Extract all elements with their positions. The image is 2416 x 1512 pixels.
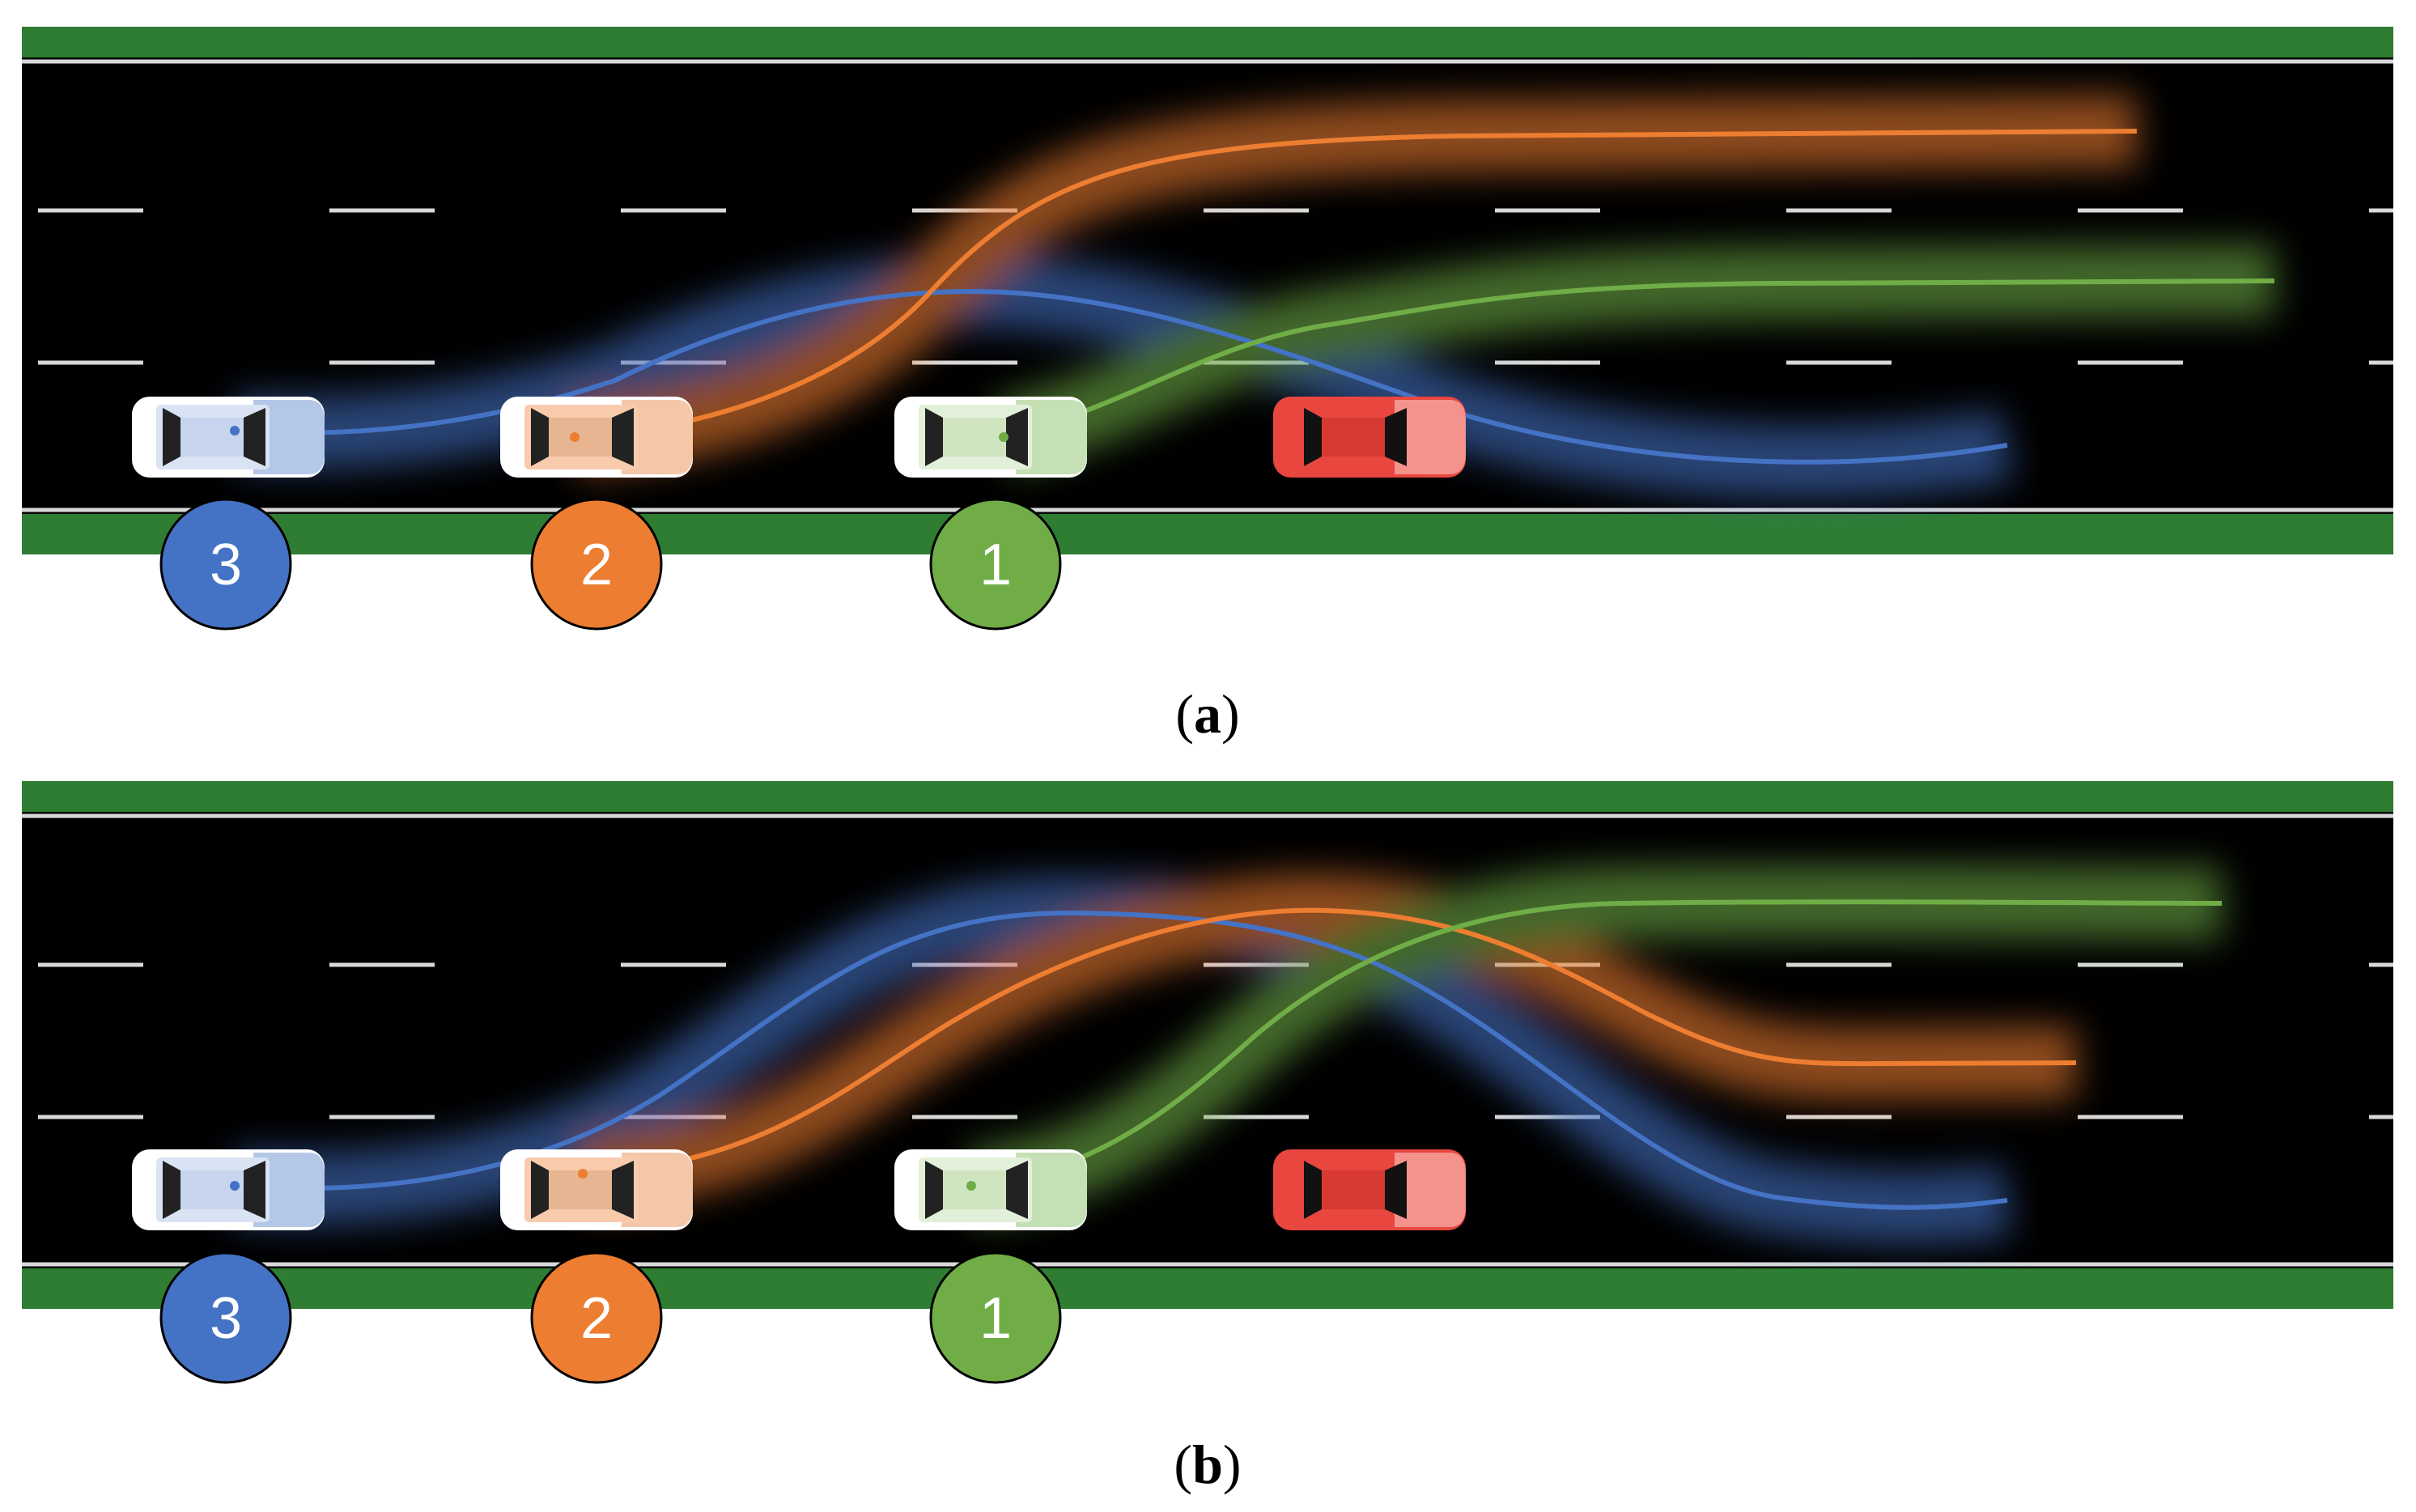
panel-caption: (a) xyxy=(1175,683,1239,745)
vehicle-badge-3: 3 xyxy=(159,498,292,631)
vehicle-1-car xyxy=(894,1149,1087,1230)
vehicle-3-car xyxy=(132,1149,325,1230)
caption-letter: a xyxy=(1194,683,1221,745)
panel-caption: (b) xyxy=(1174,1433,1241,1495)
vehicle-badge-3: 3 xyxy=(159,1251,292,1384)
badge-label: 3 xyxy=(210,533,242,597)
vehicle-1-car xyxy=(894,397,1087,478)
verge-top xyxy=(22,781,2393,812)
badge-label: 3 xyxy=(210,1286,242,1351)
caption-letter: b xyxy=(1192,1433,1223,1495)
vehicle-badge-1: 1 xyxy=(929,498,1062,631)
panel-b: 3 2 1 (b) xyxy=(22,781,2393,1495)
vehicle-badge-2: 2 xyxy=(530,498,663,631)
vehicle-2-car xyxy=(500,397,693,478)
verge-bottom xyxy=(22,1268,2393,1309)
badge-label: 2 xyxy=(580,533,613,597)
verge-bottom xyxy=(22,514,2393,554)
obstacle-car xyxy=(1273,397,1466,478)
badge-label: 2 xyxy=(580,1286,613,1351)
trajectory-vehicle-2 xyxy=(574,129,2138,440)
vehicle-2-car xyxy=(500,1149,693,1230)
obstacle-car xyxy=(1273,1149,1466,1230)
vehicle-badge-1: 1 xyxy=(929,1251,1062,1384)
vehicle-3-car xyxy=(132,397,325,478)
badge-label: 1 xyxy=(979,533,1012,597)
verge-top xyxy=(22,27,2393,57)
trajectory-vehicle-2 xyxy=(582,907,2077,1176)
trajectory-vehicle-1 xyxy=(970,899,2223,1188)
badge-label: 1 xyxy=(979,1286,1012,1351)
vehicle-badge-2: 2 xyxy=(530,1251,663,1384)
panel-a: 3 2 1 (a) xyxy=(22,27,2393,745)
trajectory-vehicle-1 xyxy=(1003,278,2275,440)
